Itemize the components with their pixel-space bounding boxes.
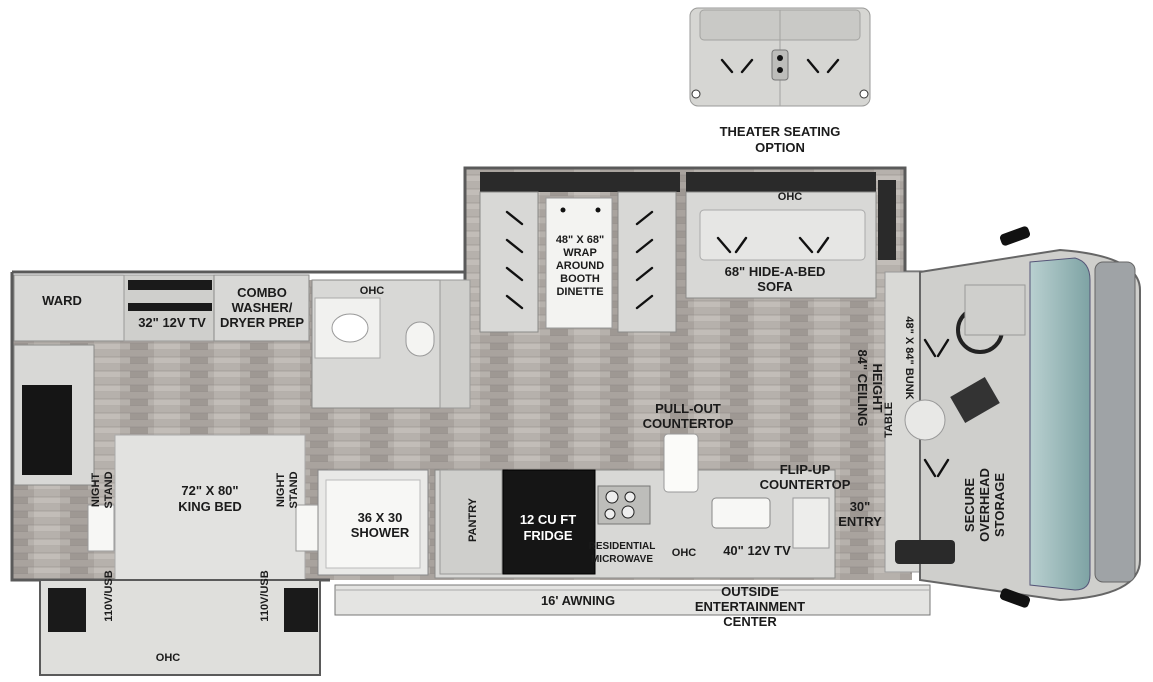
awning <box>334 584 931 616</box>
ohc-bath-label: OHC <box>360 285 385 297</box>
theater-seating-option <box>689 7 871 107</box>
ohc-kitchen-label: OHC <box>672 547 697 559</box>
awning-label: 16' AWNING <box>541 593 615 608</box>
kitchen-counter <box>434 433 836 579</box>
table-label: TABLE <box>883 402 895 438</box>
shower <box>317 469 429 576</box>
usb-right-label: 110V/USB <box>259 570 271 621</box>
rear-slide <box>39 579 321 676</box>
pantry-label: PANTRY <box>467 497 479 542</box>
hide-a-bed-sofa <box>685 172 896 299</box>
ohc-rear-label: OHC <box>156 652 181 664</box>
bedroom-tv-label: 32" 12V TV <box>138 315 206 330</box>
bathroom <box>311 279 471 409</box>
dinette <box>479 172 680 333</box>
wardrobe <box>13 274 310 342</box>
cab <box>884 226 1141 608</box>
bed-label: 72" X 80"KING BED <box>178 483 242 514</box>
rear-wall-tv <box>13 344 95 486</box>
secure-storage-label: SECUREOVERHEADSTORAGE <box>962 468 1007 542</box>
nightstand-right-label: NIGHTSTAND <box>275 471 300 508</box>
entry-label: 30"ENTRY <box>838 499 882 529</box>
usb-left-label: 110V/USB <box>103 570 115 621</box>
ohc-top-label: OHC <box>778 191 803 203</box>
nightstand-left-label: NIGHTSTAND <box>90 471 115 508</box>
ceiling-label: 84" CEILINGHEIGHT <box>855 350 885 427</box>
ward-label: WARD <box>42 293 82 308</box>
outside-tv-label: 40" 12V TV <box>723 543 791 558</box>
bunk-label: 48" X 84" BUNK <box>903 316 915 399</box>
slide-out-wall <box>463 166 907 280</box>
